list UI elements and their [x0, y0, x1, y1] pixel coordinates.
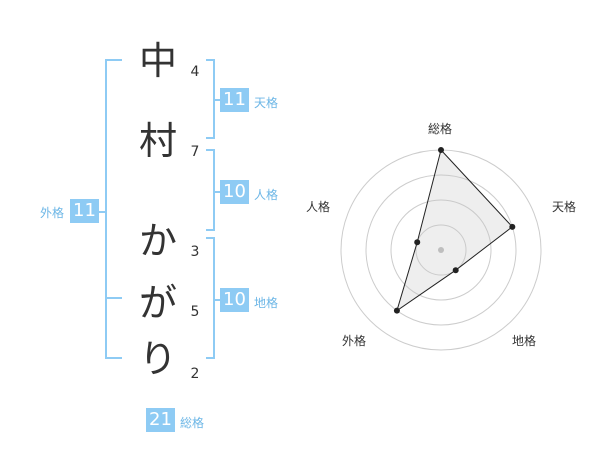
radar-center: [438, 247, 444, 253]
gaikaku-bracket: [105, 59, 122, 359]
name-char-1: 中: [138, 39, 177, 83]
radar-label-gaikaku: 外格: [341, 334, 366, 348]
jinkaku-bracket: [206, 149, 215, 231]
radar-point-chikaku: [452, 267, 459, 274]
radar-polygon: [396, 148, 514, 312]
radar-point-soukaku: [438, 147, 444, 153]
chikaku-bracket: [206, 237, 215, 359]
gaikaku-value: 11: [70, 199, 99, 223]
radar-label-jinkaku: 人格: [305, 200, 330, 214]
jinkaku-value: 10: [220, 180, 249, 204]
soukaku-label: 総格: [180, 416, 205, 430]
radar-label-tenkaku: 天格: [551, 200, 576, 214]
radar-point-jinkaku: [414, 239, 421, 246]
chikaku-label: 地格: [254, 296, 279, 310]
radar-label-chikaku: 地格: [511, 334, 536, 348]
name-char-5: り: [138, 337, 177, 381]
stroke-count-2: 7: [190, 144, 200, 160]
radar-label-soukaku: 総格: [427, 122, 452, 136]
stroke-count-3: 3: [190, 244, 200, 260]
radar-ring-1: [415, 224, 467, 276]
jinkaku-label: 人格: [254, 188, 279, 202]
tenkaku-value: 11: [220, 88, 249, 112]
stroke-count-5: 2: [190, 366, 200, 382]
name-char-4: が: [138, 281, 177, 325]
radar-point-gaikaku: [393, 307, 400, 314]
soukaku-value: 21: [146, 408, 175, 432]
name-char-3: か: [138, 219, 177, 263]
tenkaku-label: 天格: [254, 96, 279, 110]
radar-point-tenkaku: [509, 223, 516, 230]
stroke-count-1: 4: [190, 64, 200, 80]
name-char-2: 村: [138, 119, 177, 163]
radar-ring-3: [365, 174, 517, 326]
chikaku-value: 10: [220, 288, 249, 312]
gaikaku-label: 外格: [40, 206, 65, 220]
stroke-count-4: 5: [190, 304, 200, 320]
radar-ring-2: [390, 199, 492, 301]
